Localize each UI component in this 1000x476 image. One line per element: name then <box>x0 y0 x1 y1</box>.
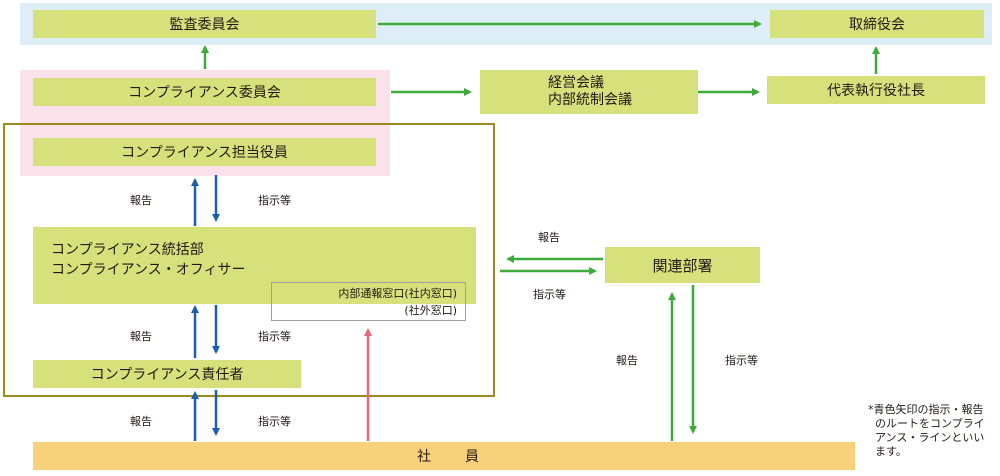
footnote: *青色矢印の指示・報告 のルートをコンプライ アンス・ラインといい ます。 <box>868 403 985 459</box>
report-label-related: 報告 <box>538 231 560 244</box>
employees-label: 社 員 <box>417 449 481 465</box>
compliance-officer-exec-label: コンプライアンス担当役員 <box>121 145 288 161</box>
board-box: 取締役会 <box>770 10 984 38</box>
instruction-label-1: 指示等 <box>258 194 291 207</box>
related-depts-box: 関連部署 <box>605 247 760 283</box>
hotline-box: 内部通報窓口(社内窓口) (社外窓口) <box>271 282 466 321</box>
internal-control-meeting-label: 内部統制会議 <box>548 92 632 108</box>
ceo-label: 代表執行役社長 <box>827 83 925 99</box>
board-label: 取締役会 <box>849 17 905 33</box>
hotline-internal-label: 内部通報窓口(社内窓口) <box>338 287 457 300</box>
related-depts-label: 関連部署 <box>652 256 713 275</box>
compliance-dept-label: コンプライアンス統括部 <box>51 242 204 258</box>
footnote-line-1: *青色矢印の指示・報告 <box>868 403 984 416</box>
compliance-committee-box: コンプライアンス委員会 <box>33 78 376 106</box>
compliance-officer-exec-box: コンプライアンス担当役員 <box>33 138 376 166</box>
footnote-line-4: ます。 <box>875 445 907 458</box>
report-label-employees-related: 報告 <box>616 354 638 367</box>
footnote-line-3: アンス・ラインといい <box>875 431 985 444</box>
compliance-manager-box: コンプライアンス責任者 <box>33 360 301 388</box>
compliance-dept-box: コンプライアンス統括部 コンプライアンス・オフィサー <box>33 227 476 304</box>
report-label-1: 報告 <box>130 194 152 207</box>
footnote-line-2: のルートをコンプライ <box>875 417 985 430</box>
instruction-label-3: 指示等 <box>258 415 291 428</box>
management-meeting-label: 経営会議 <box>548 75 604 91</box>
compliance-manager-label: コンプライアンス責任者 <box>90 367 244 383</box>
compliance-line-frame <box>3 123 495 397</box>
instruction-label-employees-related: 指示等 <box>725 354 758 367</box>
compliance-committee-label: コンプライアンス委員会 <box>128 85 281 101</box>
instruction-label-2: 指示等 <box>258 330 291 343</box>
audit-committee-box: 監査委員会 <box>33 10 376 38</box>
report-label-2: 報告 <box>130 330 152 343</box>
hotline-external-label: (社外窓口) <box>404 304 457 317</box>
report-label-3: 報告 <box>130 415 152 428</box>
ceo-box: 代表執行役社長 <box>767 76 985 104</box>
management-meeting-box: 経営会議 内部統制会議 <box>480 70 698 114</box>
instruction-label-related: 指示等 <box>533 288 566 301</box>
employees-bar: 社 員 <box>33 442 855 470</box>
compliance-officer-label: コンプライアンス・オフィサー <box>51 262 246 278</box>
audit-committee-label: 監査委員会 <box>169 17 240 33</box>
